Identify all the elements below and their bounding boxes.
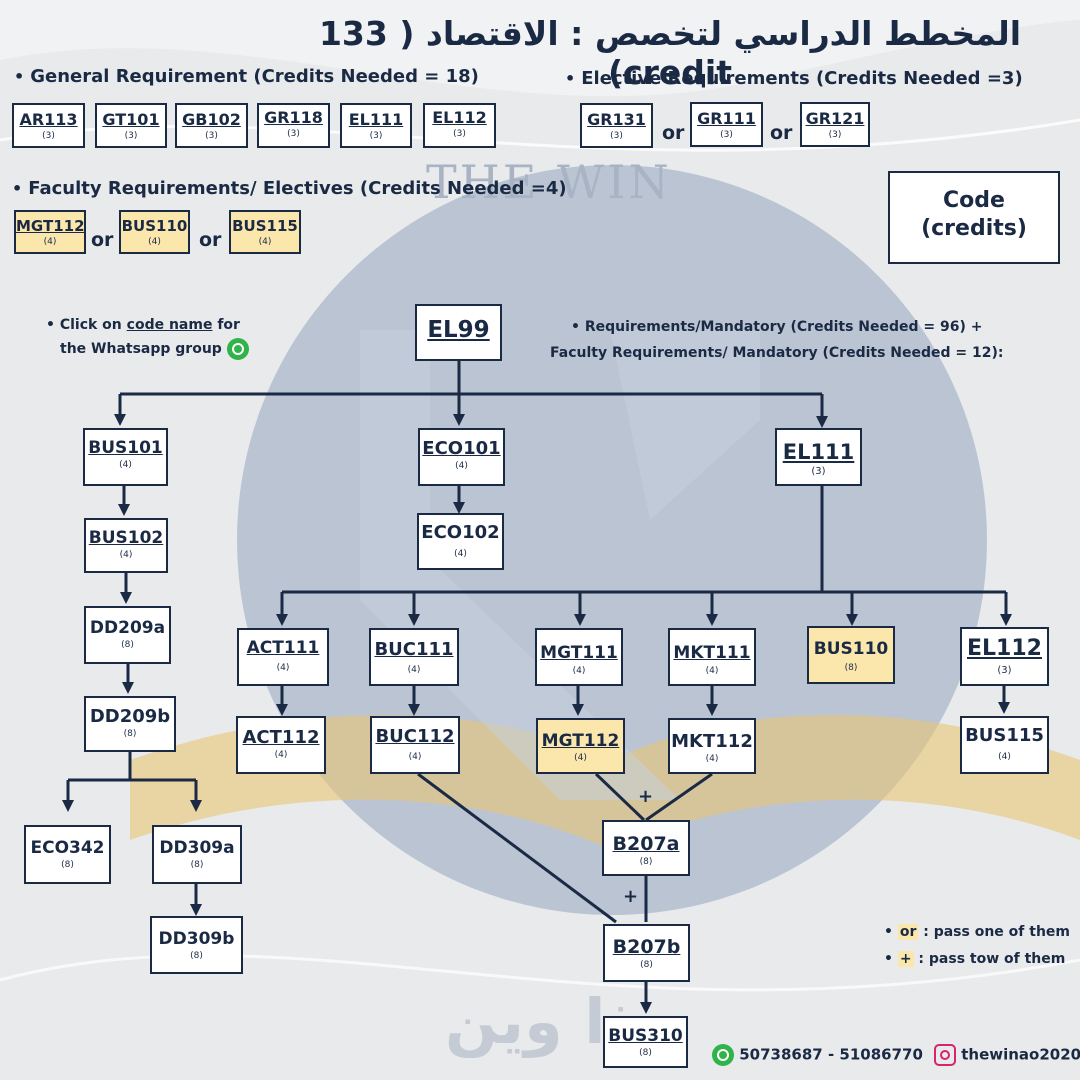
mandatory-note: • Requirements/Mandatory (Credits Needed… (550, 319, 1004, 361)
plus-sign: + (638, 786, 654, 807)
node-bus101[interactable]: BUS101(4) (83, 428, 168, 486)
node-buc112[interactable]: BUC112(4) (370, 716, 460, 774)
faculty-elective-bus115[interactable]: BUS115(4) (229, 210, 301, 254)
node-act112[interactable]: ACT112(4) (236, 716, 326, 774)
node-dd309a[interactable]: DD309a(8) (152, 825, 242, 884)
general-course-ar113[interactable]: AR113(3) (12, 103, 85, 148)
node-bus310[interactable]: BUS310(8) (603, 1016, 688, 1068)
whatsapp-icon[interactable] (226, 337, 249, 360)
whatsapp-icon[interactable] (712, 1044, 734, 1066)
node-mgt112[interactable]: MGT112(4) (536, 718, 625, 774)
instagram-icon[interactable] (934, 1044, 956, 1066)
node-bus102[interactable]: BUS102(4) (84, 518, 168, 573)
node-bus115[interactable]: BUS115(4) (960, 716, 1049, 774)
node-mkt112[interactable]: MKT112(4) (668, 718, 756, 774)
node-eco101[interactable]: ECO101(4) (418, 428, 505, 486)
general-course-gb102[interactable]: GB102(3) (175, 103, 248, 148)
elective-course-gr131[interactable]: GR131(3) (580, 103, 653, 148)
node-eco102[interactable]: ECO102(4) (417, 513, 504, 570)
elective-requirement-heading: •Elective Requirements (Credits Needed =… (565, 68, 1023, 89)
general-requirement-label: General Requirement (Credits Needed = 18… (30, 66, 479, 87)
footer-phones: 50738687 - 51086770 (712, 1044, 923, 1066)
general-course-gt101[interactable]: GT101(3) (95, 103, 167, 148)
node-el111[interactable]: EL111(3) (775, 428, 862, 486)
legend-or-text: : pass one of them (918, 924, 1070, 940)
footer-instagram: thewinao2020 (934, 1044, 1080, 1066)
legend-plus-text: : pass tow of them (913, 950, 1066, 967)
node-dd209b[interactable]: DD209b(8) (84, 696, 176, 752)
mandatory-line-1: Requirements/Mandatory (Credits Needed =… (584, 319, 983, 335)
legend-or-key: or (897, 924, 919, 940)
or-label: or (91, 229, 114, 251)
node-b207a[interactable]: B207a(8) (602, 820, 690, 876)
faculty-elective-label: Faculty Requirements/ Electives (Credits… (28, 178, 567, 199)
faculty-elective-bus110[interactable]: BUS110(4) (119, 210, 190, 254)
or-label: or (199, 229, 222, 251)
or-plus-legend: • or : pass one of them • + : pass tow o… (884, 924, 1070, 967)
elective-requirement-label: Elective Requirements (Credits Needed =3… (581, 68, 1023, 89)
node-el112[interactable]: EL112(3) (960, 627, 1049, 686)
mandatory-line-2: Faculty Requirements/ Mandatory (Credits… (550, 344, 1004, 361)
click-note: • Click on code name for the Whatsapp gr… (46, 314, 249, 362)
or-label: or (770, 122, 793, 144)
general-course-el112[interactable]: EL112(3) (423, 103, 496, 148)
elective-course-gr111[interactable]: GR111(3) (690, 102, 763, 147)
general-course-el111[interactable]: EL111(3) (340, 103, 412, 148)
instagram-handle[interactable]: thewinao2020 (961, 1045, 1080, 1064)
node-mgt111[interactable]: MGT111(4) (535, 628, 623, 686)
node-act111[interactable]: ACT111(4) (237, 628, 329, 686)
node-buc111[interactable]: BUC111(4) (369, 628, 459, 686)
legend-credits: (credits) (921, 215, 1027, 241)
code-credits-legend: Code (credits) (888, 171, 1060, 264)
node-el99[interactable]: EL99 (415, 304, 502, 361)
node-dd209a[interactable]: DD209a(8) (84, 606, 171, 664)
node-mkt111[interactable]: MKT111(4) (668, 628, 756, 686)
legend-plus-key: + (897, 950, 914, 967)
page-title: المخطط الدراسي لتخصص : الاقتصاد ( 133 cr… (318, 14, 1022, 92)
faculty-elective-mgt112[interactable]: MGT112(4) (14, 210, 86, 254)
legend-code: Code (943, 188, 1005, 213)
node-bus110[interactable]: BUS110(8) (807, 626, 895, 684)
node-b207b[interactable]: B207b(8) (603, 924, 690, 982)
code-name-link: code name (126, 317, 213, 333)
general-course-gr118[interactable]: GR118(3) (257, 103, 330, 148)
general-requirement-heading: •General Requirement (Credits Needed = 1… (14, 66, 479, 87)
watermark-text: THE WIN (426, 155, 672, 209)
plus-sign: + (623, 886, 639, 907)
elective-course-gr121[interactable]: GR121(3) (800, 102, 870, 147)
phone-numbers: 50738687 - 51086770 (739, 1045, 923, 1064)
faculty-elective-heading: •Faculty Requirements/ Electives (Credit… (12, 178, 567, 199)
node-dd309b[interactable]: DD309b(8) (150, 916, 243, 974)
or-label: or (662, 122, 685, 144)
node-eco342[interactable]: ECO342(8) (24, 825, 111, 884)
